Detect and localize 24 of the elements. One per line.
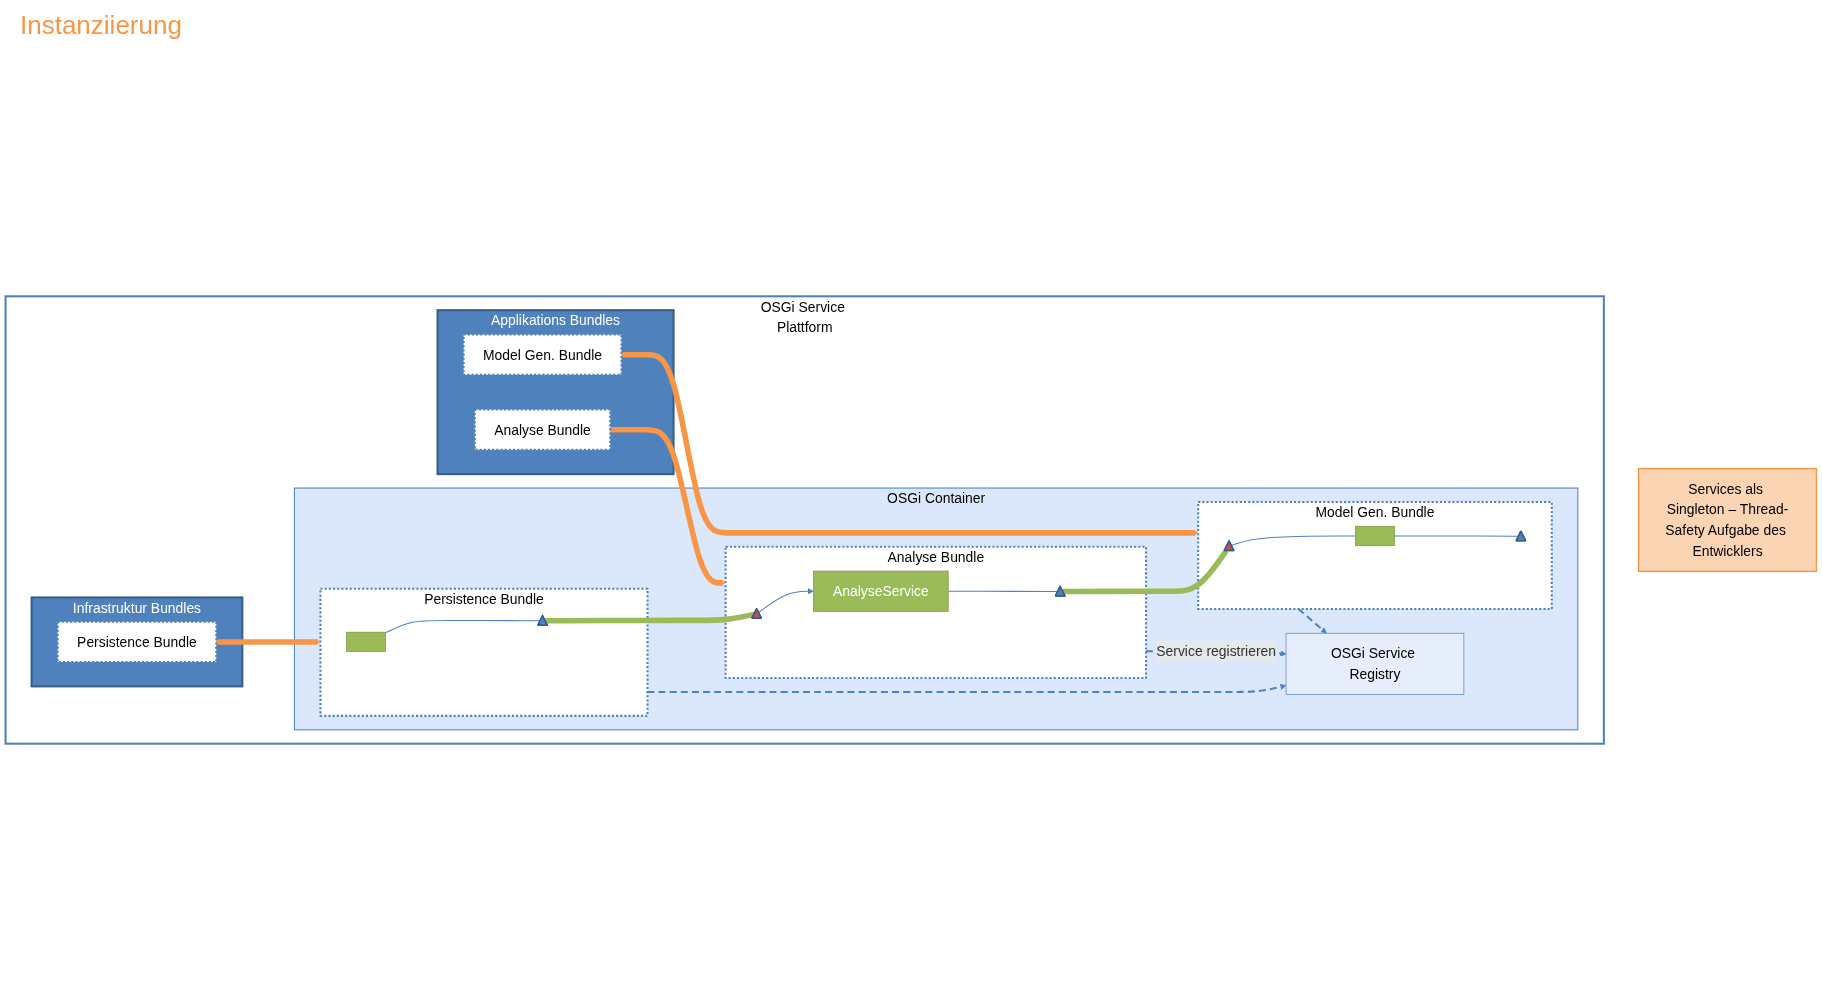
node-box [1355, 525, 1395, 547]
connector [384, 619, 541, 634]
arrow [647, 683, 1287, 693]
arrow [758, 588, 814, 613]
connector [947, 590, 1059, 593]
node-box [346, 631, 386, 652]
cluster: Model Gen. Bundle [1197, 500, 1553, 610]
arrow [216, 638, 321, 645]
node-box: Analyse Bundle [473, 408, 612, 451]
connector [1231, 535, 1357, 546]
annotation-text: Instanziierung [20, 10, 182, 41]
connector [1062, 549, 1229, 595]
node-box: Services als Singleton – Thread-Safety Aufgabe des Entwicklers [1637, 467, 1818, 573]
node-box: Persistence Bundle [56, 620, 218, 664]
node-box: OSGi Service Registry [1285, 632, 1465, 695]
arrow [1297, 608, 1327, 634]
arrow [610, 426, 726, 586]
edge-label: Service registrieren [1156, 643, 1276, 659]
arrow [621, 351, 1199, 536]
connector [1393, 535, 1520, 537]
cluster: Persistence Bundle [319, 587, 649, 717]
node-box: Model Gen. Bundle [462, 333, 623, 376]
connector [545, 611, 755, 624]
node-box: AnalyseService [813, 570, 949, 612]
